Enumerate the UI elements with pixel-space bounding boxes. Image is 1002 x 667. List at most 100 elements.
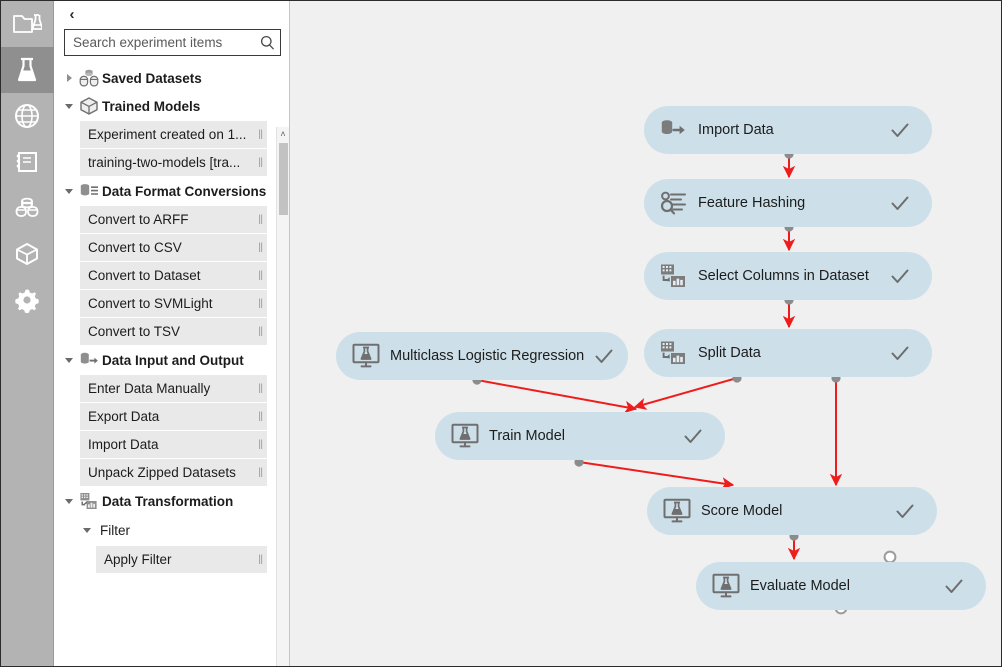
tree-group-data-transformation[interactable]: Data Transformation — [54, 487, 275, 515]
canvas-node-label: Evaluate Model — [750, 578, 850, 594]
tree-item[interactable]: Convert to Dataset ‖ — [80, 262, 267, 289]
drag-handle-icon[interactable]: ‖ — [257, 465, 263, 480]
tree-item-label: Convert to TSV — [88, 324, 181, 339]
tree-subgroup-filter[interactable]: Filter — [54, 515, 275, 545]
canvas-node-feature-hashing[interactable]: Feature Hashing — [644, 179, 932, 227]
cube-icon — [12, 239, 42, 269]
rail-item-projects[interactable] — [1, 1, 54, 47]
canvas-node-label: Score Model — [701, 503, 783, 519]
rail-item-settings[interactable] — [1, 277, 54, 323]
status-check-icon — [890, 266, 910, 286]
data-transform-icon — [656, 340, 692, 366]
datasets-icon — [76, 68, 102, 88]
drag-handle-icon[interactable]: ‖ — [257, 437, 263, 452]
globe-icon — [12, 101, 42, 131]
tree-group-label: Data Format Conversions — [102, 183, 267, 199]
canvas-node-train-model[interactable]: Train Model — [435, 412, 725, 460]
model-icon — [447, 423, 483, 449]
tree-group-label: Data Input and Output — [102, 352, 244, 368]
canvas-node-label: Multiclass Logistic Regression — [390, 348, 585, 364]
scroll-up-arrow[interactable]: ˄ — [280, 129, 286, 139]
status-check-icon — [890, 120, 910, 140]
chevron-down-icon[interactable] — [62, 353, 76, 367]
datasets-icon — [12, 193, 42, 223]
experiments-icon — [12, 55, 42, 85]
drag-handle-icon[interactable]: ‖ — [257, 409, 263, 424]
tree-item[interactable]: Enter Data Manually ‖ — [80, 375, 267, 402]
chevron-right-icon[interactable] — [62, 71, 76, 85]
chevron-down-icon[interactable] — [62, 184, 76, 198]
tree-item[interactable]: Unpack Zipped Datasets‖ — [80, 459, 267, 486]
drag-handle-icon[interactable]: ‖ — [257, 296, 263, 311]
tree-item[interactable]: Export Data‖ — [80, 403, 267, 430]
drag-handle-icon[interactable]: ‖ — [257, 240, 263, 255]
evaluate-input-port[interactable] — [883, 550, 897, 564]
rail-item-notebooks[interactable] — [1, 139, 54, 185]
tree-group-label: Saved Datasets — [102, 70, 202, 86]
search-input[interactable] — [65, 30, 254, 55]
model-icon — [348, 343, 384, 369]
data-io-icon — [656, 117, 692, 143]
tree-item[interactable]: Convert to TSV ‖ — [80, 318, 267, 345]
tree-item[interactable]: Apply Filter ‖ — [96, 546, 267, 573]
wire-split-to-train[interactable] — [633, 377, 738, 410]
wire-train-to-score[interactable] — [578, 461, 735, 490]
tree-item-label: training-two-models [tra... — [88, 155, 241, 170]
canvas-node-split-data[interactable]: Split Data — [644, 329, 932, 377]
canvas-node-label: Import Data — [698, 122, 774, 138]
search-box[interactable] — [64, 29, 281, 56]
tree-item[interactable]: training-two-models [tra... ‖ — [80, 149, 267, 176]
tree-item-label: Convert to Dataset — [88, 268, 201, 283]
wire-mlr-to-train[interactable] — [476, 379, 638, 414]
tree-item[interactable]: Convert to CSV‖ — [80, 234, 267, 261]
chevron-down-icon[interactable] — [62, 99, 76, 113]
tree-group-saved-datasets[interactable]: Saved Datasets — [54, 64, 275, 92]
collapse-sidebar-button[interactable]: ‹ — [69, 5, 75, 23]
canvas-node-evaluate-model[interactable]: Evaluate Model — [696, 562, 986, 610]
canvas-node-mlr[interactable]: Multiclass Logistic Regression — [336, 332, 628, 380]
status-check-icon — [890, 343, 910, 363]
tree-item[interactable]: Experiment created on 1...‖ — [80, 121, 267, 148]
tree-group-label: Data Transformation — [102, 493, 234, 509]
projects-icon — [12, 10, 42, 38]
tree-item[interactable]: Convert to ARFF ‖ — [80, 206, 267, 233]
tree-item-label: Enter Data Manually — [88, 381, 211, 396]
canvas-node-label: Feature Hashing — [698, 195, 806, 211]
tree-item[interactable]: Import Data‖ — [80, 431, 267, 458]
tree-item-label: Apply Filter — [104, 552, 172, 567]
feature-hashing-icon — [656, 190, 692, 216]
tree-item[interactable]: Convert to SVMLight‖ — [80, 290, 267, 317]
drag-handle-icon[interactable]: ‖ — [257, 268, 263, 283]
canvas-node-label: Select Columns in Dataset — [698, 268, 869, 284]
tree-group-label: Trained Models — [102, 98, 201, 114]
rail-item-trained-models[interactable] — [1, 231, 54, 277]
drag-handle-icon[interactable]: ‖ — [257, 155, 263, 170]
canvas-node-select-columns[interactable]: Select Columns in Dataset — [644, 252, 932, 300]
drag-handle-icon[interactable]: ‖ — [257, 212, 263, 227]
data-io-icon — [76, 350, 102, 370]
data-format-icon — [76, 181, 102, 201]
drag-handle-icon[interactable]: ‖ — [257, 552, 263, 567]
drag-handle-icon[interactable]: ‖ — [257, 381, 263, 396]
rail-item-web-services[interactable] — [1, 93, 54, 139]
tree-item-label: Convert to ARFF — [88, 212, 189, 227]
drag-handle-icon[interactable]: ‖ — [257, 127, 263, 142]
experiment-canvas[interactable]: Import Data Feature Hashing Select Colum… — [291, 1, 1001, 666]
sidebar-scrollbar[interactable]: ˄ — [276, 127, 289, 666]
tree-group-data-format-conversions[interactable]: Data Format Conversions — [54, 177, 275, 205]
chevron-down-icon[interactable] — [62, 494, 76, 508]
rail-item-datasets[interactable] — [1, 185, 54, 231]
scrollbar-thumb[interactable] — [279, 143, 288, 215]
canvas-node-score-model[interactable]: Score Model — [647, 487, 937, 535]
canvas-node-import-data[interactable]: Import Data — [644, 106, 932, 154]
model-icon — [708, 573, 744, 599]
chevron-down-icon[interactable] — [80, 523, 94, 537]
rail-item-experiments[interactable] — [1, 47, 54, 93]
tree-group-data-input-and-output[interactable]: Data Input and Output — [54, 346, 275, 374]
drag-handle-icon[interactable]: ‖ — [257, 324, 263, 339]
search-icon[interactable] — [254, 35, 280, 50]
tree-group-trained-models[interactable]: Trained Models — [54, 92, 275, 120]
